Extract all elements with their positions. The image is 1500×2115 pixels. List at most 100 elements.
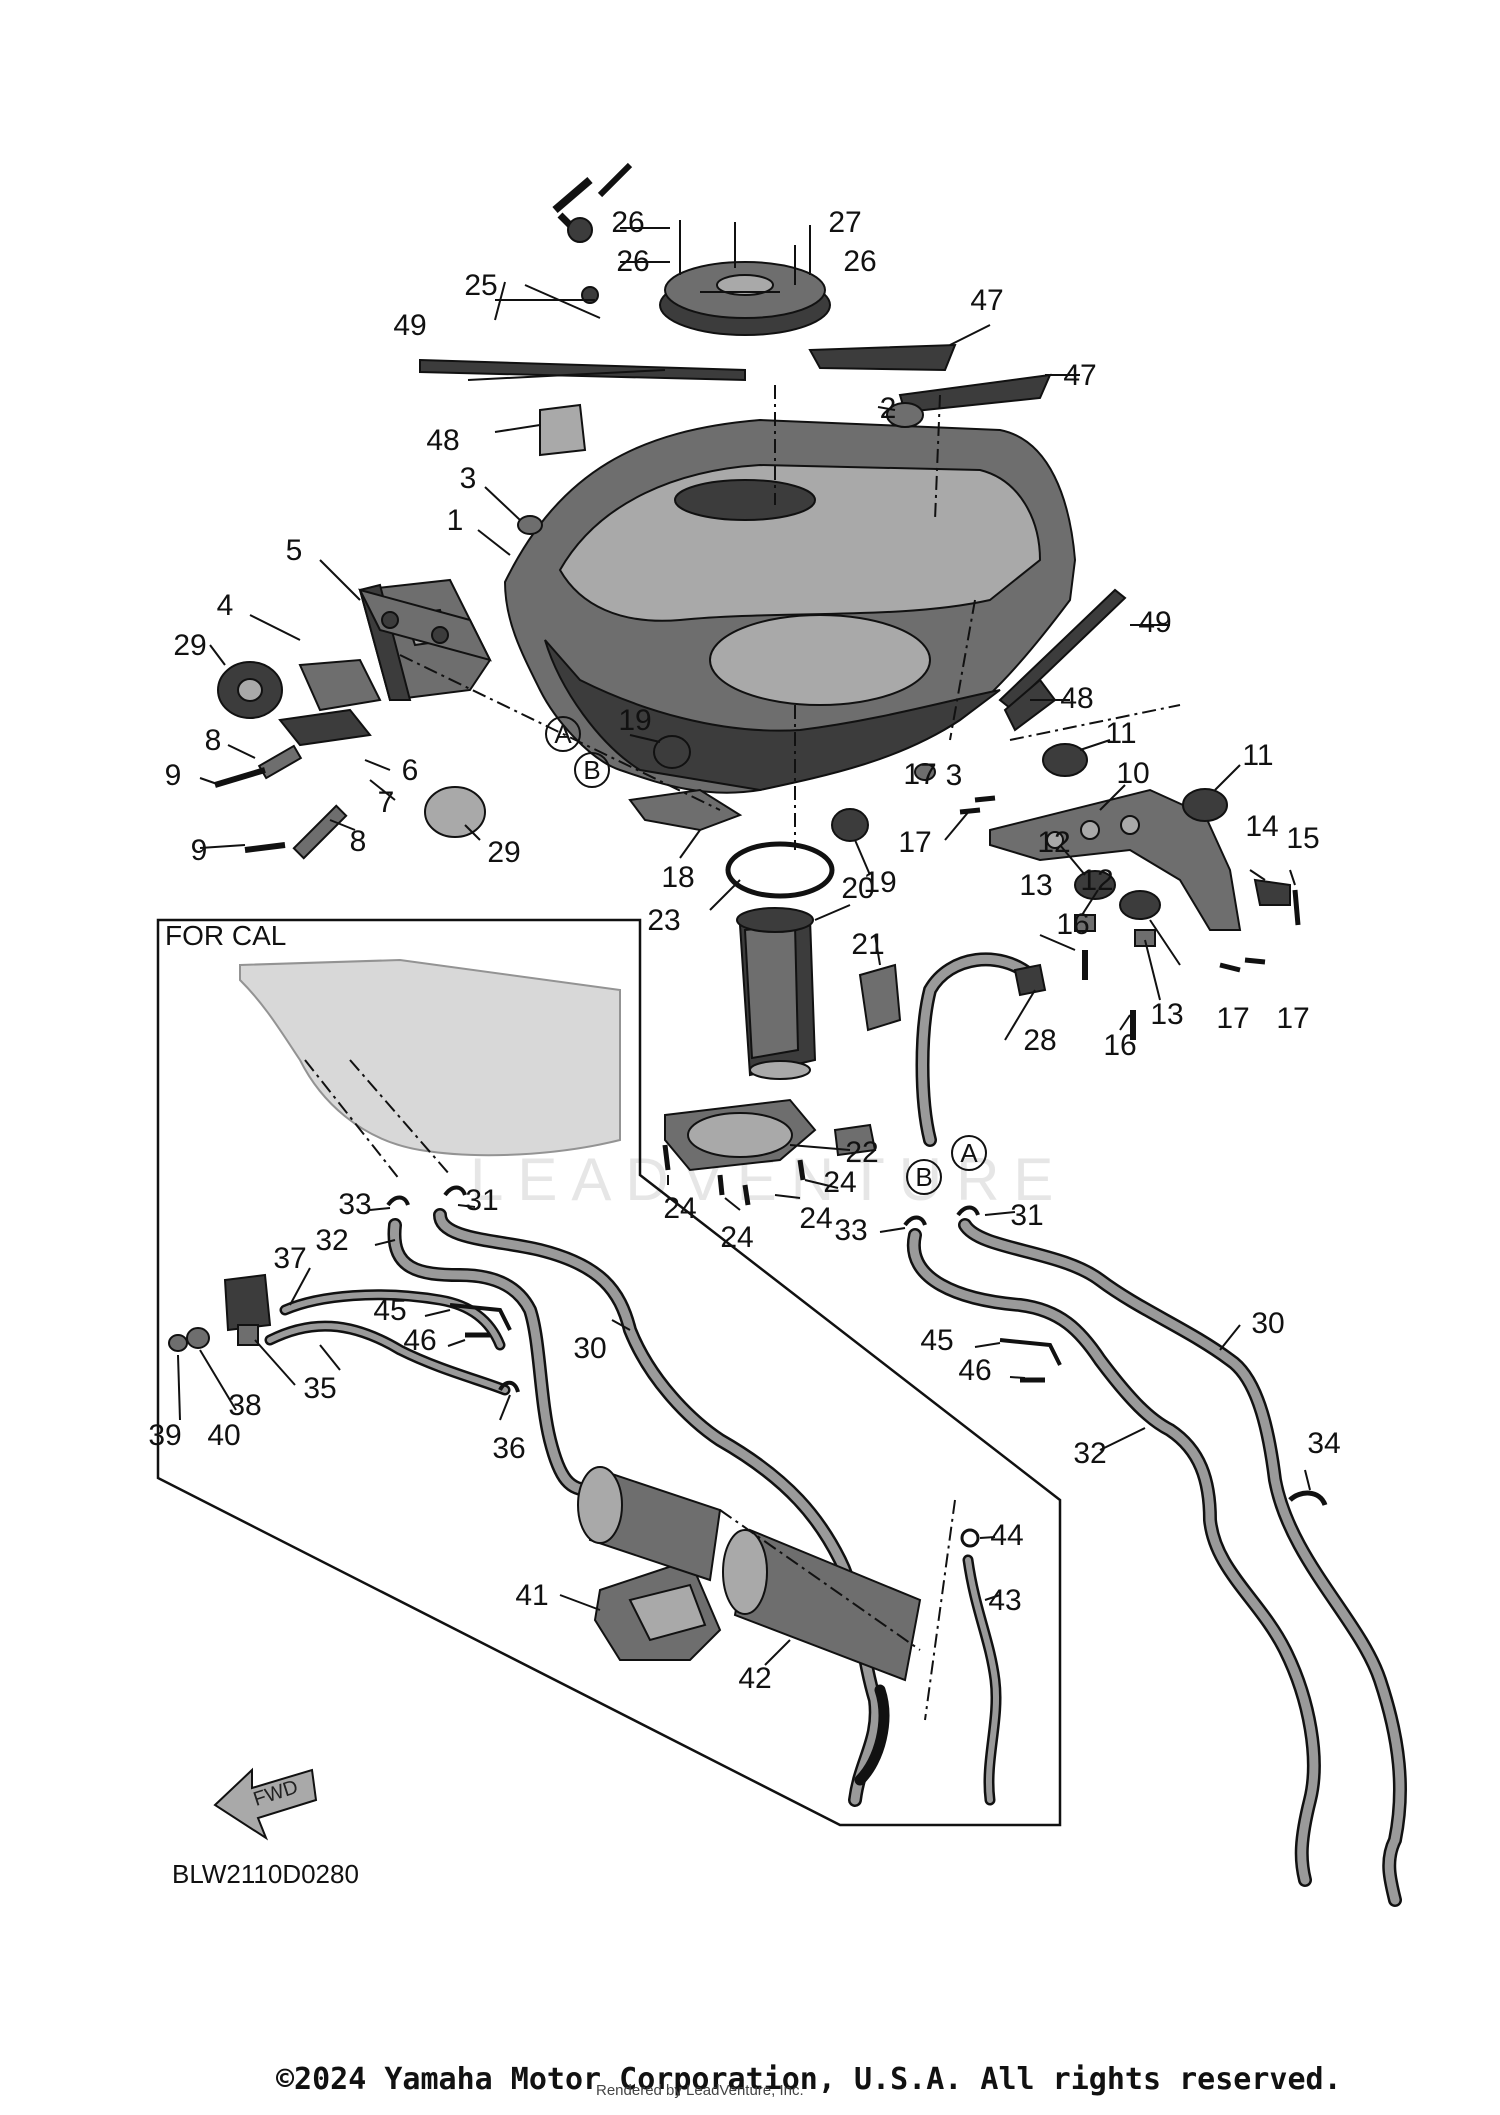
part-label-35: 35 (303, 1372, 336, 1405)
part-label-38: 38 (228, 1389, 261, 1422)
hose-37 (279, 1289, 506, 1351)
clamp-33-inset (386, 1195, 410, 1207)
part-label-14: 14 (1245, 810, 1278, 843)
callout-circle-b-right (906, 1159, 942, 1195)
clamp-33-right (903, 1215, 927, 1227)
hose-30-inset (433, 1208, 883, 1807)
part-label-49: 49 (393, 309, 426, 342)
part-label-47: 47 (1063, 359, 1096, 392)
part-label-26: 26 (616, 245, 649, 278)
part-label-33: 33 (338, 1188, 371, 1221)
hose-32-inset (387, 1218, 597, 1497)
clamp-34 (1288, 1490, 1328, 1507)
hose-43 (854, 1554, 1002, 1806)
leader-lines (177, 227, 1311, 1666)
part-label-4: 4 (217, 589, 234, 622)
clamp-44 (960, 1528, 980, 1548)
clip-45-right (999, 1338, 1062, 1366)
callout-letter-a: A (960, 1138, 978, 1168)
for-cal-inset (156, 918, 1062, 1827)
part-label-2: 2 (880, 392, 897, 425)
part-label-37: 37 (273, 1242, 306, 1275)
damper-29 (217, 661, 486, 838)
part-label-25: 25 (464, 269, 497, 302)
rendered-by-notice: Rendered by LeadVenture, Inc. (596, 2082, 804, 2099)
bracket-pad-5 (358, 588, 492, 662)
fuel-tank (503, 418, 1077, 794)
grommet-2 (886, 402, 924, 428)
part-label-24: 24 (823, 1166, 856, 1199)
part-label-47: 47 (970, 284, 1003, 317)
pump-plate-22 (664, 1098, 817, 1172)
bolt-15 (1292, 889, 1301, 926)
part-label-49: 49 (1138, 606, 1171, 639)
part-label-40: 40 (207, 1419, 240, 1452)
part-label-3: 3 (946, 759, 963, 792)
part-label-22: 22 (845, 1136, 878, 1169)
bolt-9 (214, 767, 286, 853)
part-label-20: 20 (841, 872, 874, 905)
part-label-15: 15 (1286, 822, 1319, 855)
callout-letter-a: A (554, 719, 572, 749)
clamp-31-right (956, 1205, 980, 1217)
inset-title: FOR CAL (165, 920, 286, 951)
part-label-36: 36 (492, 1432, 525, 1465)
part-label-24: 24 (720, 1221, 753, 1254)
hose-35 (264, 1320, 511, 1396)
callout-letter-b: B (583, 755, 600, 785)
part-label-33: 33 (834, 1214, 867, 1247)
part-label-42: 42 (738, 1662, 771, 1695)
part-label-29: 29 (173, 629, 206, 662)
part-label-30: 30 (573, 1332, 606, 1365)
valve-38 (223, 1273, 272, 1346)
nut-39 (168, 1334, 188, 1352)
part-label-45: 45 (920, 1324, 953, 1357)
dash-guides (304, 385, 1181, 1721)
part-label-26: 26 (843, 245, 876, 278)
part-label-31: 31 (465, 1184, 498, 1217)
part-label-45: 45 (373, 1294, 406, 1327)
part-label-27: 27 (828, 206, 861, 239)
part-label-19: 19 (863, 866, 896, 899)
diagram-code: BLW2110D0280 (172, 1859, 359, 1889)
part-label-46: 46 (958, 1354, 991, 1387)
part-label-16: 16 (1103, 1029, 1136, 1062)
fuel-cap (659, 220, 831, 336)
hose-32-right (906, 1228, 1321, 1887)
part-label-17: 17 (903, 758, 936, 791)
damper-12b (1119, 890, 1161, 920)
part-label-9: 9 (191, 834, 208, 867)
part-label-17: 17 (1276, 1002, 1309, 1035)
part-label-19: 19 (618, 704, 651, 737)
part-label-32: 32 (315, 1224, 348, 1257)
part-label-26: 26 (611, 206, 644, 239)
canister-bracket-41 (593, 1558, 722, 1661)
grommet-3 (517, 515, 543, 535)
part-label-13: 13 (1019, 869, 1052, 902)
part-label-46: 46 (403, 1324, 436, 1357)
o-ring-23 (725, 841, 835, 899)
part-label-28: 28 (1023, 1024, 1056, 1057)
grommet-3b (914, 763, 936, 781)
clamp-36 (498, 1380, 520, 1393)
washer-40 (186, 1327, 210, 1349)
part-label-9: 9 (165, 759, 182, 792)
part-label-13: 13 (1150, 998, 1183, 1031)
part-label-5: 5 (286, 534, 303, 567)
collar-13b (1134, 929, 1156, 947)
sensor-14 (1253, 878, 1291, 906)
damper-12a (1074, 870, 1116, 900)
damper-18 (628, 788, 743, 832)
part-label-43: 43 (988, 1584, 1021, 1617)
callout-letter-b: B (915, 1162, 932, 1192)
part-label-44: 44 (990, 1519, 1023, 1552)
part-label-16: 16 (1056, 908, 1089, 941)
part-label-24: 24 (663, 1192, 696, 1225)
canister-42 (577, 1466, 922, 1682)
damper-11a (1042, 743, 1088, 777)
part-label-7: 7 (378, 786, 395, 819)
forward-arrow-icon: FWD (213, 1767, 318, 1841)
callout-circle-b-top (574, 752, 610, 788)
